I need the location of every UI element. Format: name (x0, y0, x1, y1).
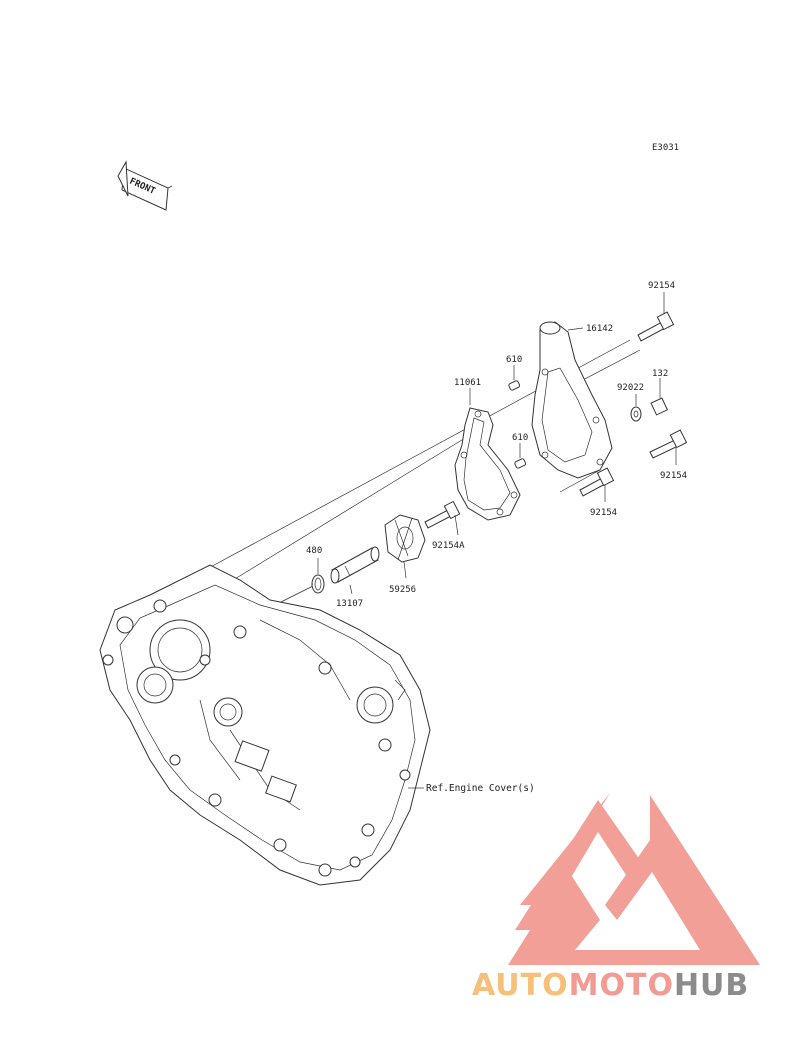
brand-moto: MOTO (569, 968, 674, 1003)
leader-line (559, 469, 601, 493)
brand-auto: AUTO (472, 968, 569, 1003)
part-label: 610 (512, 433, 528, 443)
part-label: 132 (652, 369, 668, 379)
diagram-code: E3031 (652, 143, 679, 153)
part-480-circlip (311, 574, 325, 594)
part-label: 92154A (432, 541, 465, 551)
brand-logo-icon (508, 793, 760, 965)
part-92154a-bolt (424, 500, 461, 529)
part-label: 92154 (660, 471, 687, 481)
front-arrow-icon: FRONT (117, 160, 173, 211)
part-label: 92022 (617, 383, 644, 393)
engine-cover (99, 564, 431, 886)
part-label: 16142 (586, 324, 613, 334)
reference-note: Ref.Engine Cover(s) (426, 783, 535, 794)
part-610-dowel-lower (514, 458, 527, 469)
part-59256-impeller (384, 514, 426, 563)
part-label: 610 (506, 355, 522, 365)
brand-wordmark: AUTOMOTOHUB (472, 968, 749, 1003)
part-label: 92154 (590, 508, 617, 518)
part-label: 13107 (336, 599, 363, 609)
part-label: 92154 (648, 281, 675, 291)
part-610-dowel-upper (508, 380, 521, 391)
leader-line (224, 434, 471, 586)
part-132-drain-bolt (650, 397, 669, 416)
part-92154-bolt-top (637, 311, 675, 342)
part-label: 11061 (454, 378, 481, 388)
brand-hub: HUB (674, 968, 749, 1003)
part-92154-bolt-bottom (579, 467, 615, 497)
part-label: 59256 (389, 585, 416, 595)
part-13107-shaft (330, 546, 380, 584)
part-16142-pump-cover (531, 321, 613, 479)
part-11061-gasket (454, 407, 521, 521)
part-92154-bolt-right (649, 429, 688, 459)
part-92022-washer (630, 406, 642, 422)
part-label: 480 (306, 546, 322, 556)
svg-text:AUTOMOTOHUB: AUTOMOTOHUB (472, 968, 749, 1003)
